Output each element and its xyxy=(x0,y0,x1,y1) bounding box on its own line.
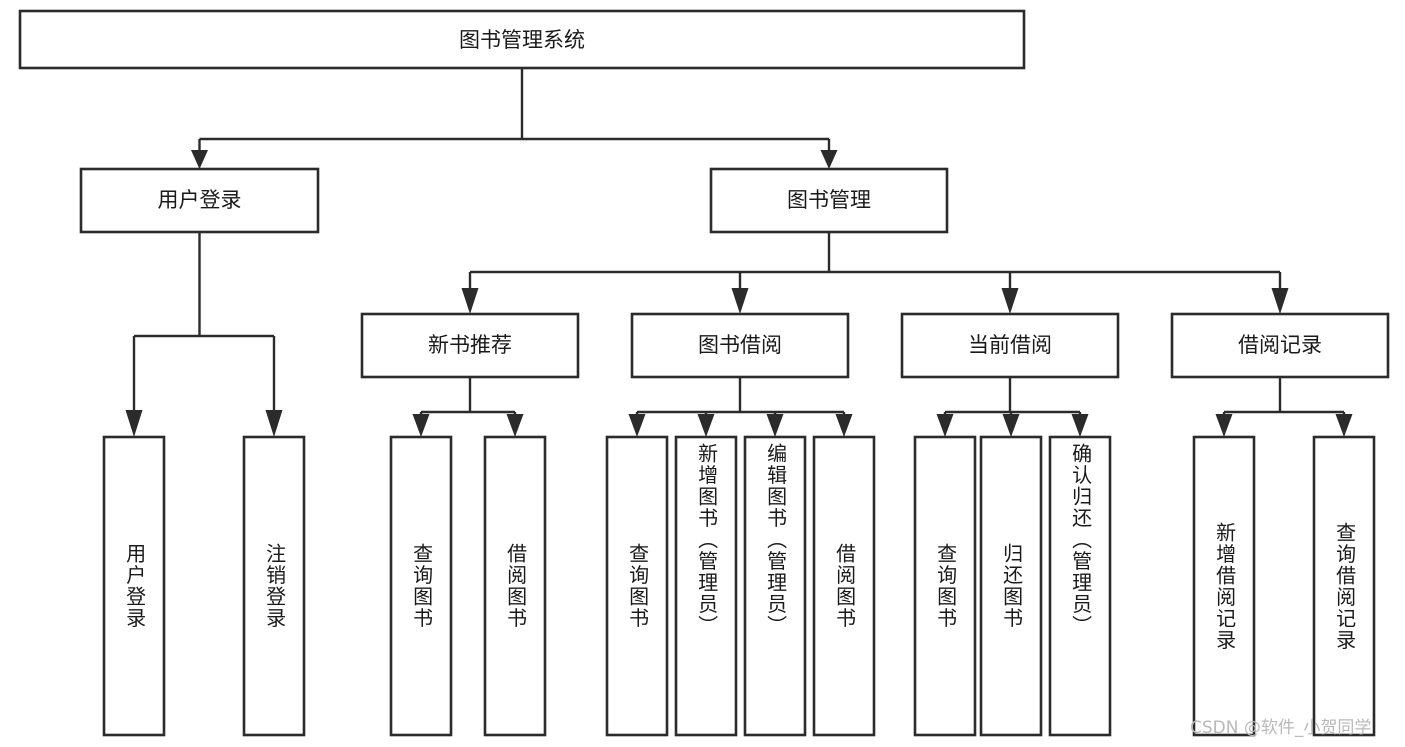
connector-group-new-book-recommend-to-leaves xyxy=(412,377,524,437)
node-box-user-login-do[interactable] xyxy=(102,435,166,737)
arrow-head-borrow-record xyxy=(1271,288,1289,314)
node-box-new-book-recommend[interactable] xyxy=(360,312,580,379)
node-box-add-borrow-record[interactable] xyxy=(1192,435,1256,737)
node-box-borrow-record[interactable] xyxy=(1170,312,1390,379)
node-box-borrow-book-1[interactable] xyxy=(483,435,547,737)
node-current-borrow[interactable]: 当前借阅 xyxy=(900,312,1120,379)
arrow-head-confirm-return-admin xyxy=(1071,414,1089,437)
node-label-root: 图书管理系统 xyxy=(459,28,585,52)
node-box-user-logout[interactable] xyxy=(242,435,306,737)
connector-group-root-to-level2 xyxy=(191,68,838,169)
arrow-head-query-book-3 xyxy=(936,414,954,437)
node-box-query-book-1[interactable] xyxy=(389,435,453,737)
node-label-new-book-recommend: 新书推荐 xyxy=(428,333,512,357)
node-box-confirm-return-admin[interactable] xyxy=(1048,435,1112,737)
node-box-add-book-admin[interactable] xyxy=(674,435,738,737)
node-box-book-management[interactable] xyxy=(709,167,949,234)
arrow-head-return-book xyxy=(1002,414,1020,437)
node-user-login[interactable]: 用户登录 xyxy=(79,167,320,234)
arrow-head-add-book-admin xyxy=(697,414,715,437)
connector-group-current-borrow-to-leaves xyxy=(936,377,1089,437)
arrow-head-user-login-do xyxy=(125,410,143,437)
node-box-query-book-2[interactable] xyxy=(605,435,669,737)
node-box-query-book-3[interactable] xyxy=(913,435,977,737)
leaf-box-group xyxy=(102,435,1376,737)
arrow-head-query-book-1 xyxy=(412,414,430,437)
node-box-borrow-book-2[interactable] xyxy=(812,435,876,737)
arrow-head-current-borrow xyxy=(1001,288,1019,314)
connector-group-user-login-to-leaves xyxy=(125,232,283,437)
node-box-query-borrow-record[interactable] xyxy=(1312,435,1376,737)
connector-group-book-borrow-to-leaves xyxy=(628,377,853,437)
arrow-head-new-book-recommend xyxy=(461,288,479,314)
node-box-book-borrow[interactable] xyxy=(630,312,850,379)
node-new-book-recommend[interactable]: 新书推荐 xyxy=(360,312,580,379)
arrow-head-book-borrow xyxy=(731,288,749,314)
node-box-user-login[interactable] xyxy=(79,167,320,234)
node-label-borrow-record: 借阅记录 xyxy=(1238,333,1322,357)
arrow-head-add-borrow-record xyxy=(1215,414,1233,437)
node-root[interactable]: 图书管理系统 xyxy=(18,9,1026,70)
arrow-head-borrow-book-2 xyxy=(835,414,853,437)
arrow-head-query-borrow-record xyxy=(1335,414,1353,437)
node-label-user-login: 用户登录 xyxy=(158,188,242,212)
node-box-return-book[interactable] xyxy=(979,435,1043,737)
node-label-book-management: 图书管理 xyxy=(787,188,871,212)
arrow-head-user-login xyxy=(191,150,208,169)
arrow-head-book-management xyxy=(820,150,838,169)
node-box-edit-book-admin[interactable] xyxy=(743,435,807,737)
node-borrow-record[interactable]: 借阅记录 xyxy=(1170,312,1390,379)
node-book-borrow[interactable]: 图书借阅 xyxy=(630,312,850,379)
connector-group-borrow-record-to-leaves xyxy=(1215,377,1353,437)
node-label-book-borrow: 图书借阅 xyxy=(698,333,782,357)
arrow-head-borrow-book-1 xyxy=(506,414,524,437)
arrow-head-query-book-2 xyxy=(628,414,646,437)
arrow-head-user-logout xyxy=(265,410,283,437)
node-label-current-borrow: 当前借阅 xyxy=(968,333,1052,357)
node-box-current-borrow[interactable] xyxy=(900,312,1120,379)
node-box-root[interactable] xyxy=(18,9,1026,70)
connector-group-book-management-to-level3 xyxy=(461,232,1289,314)
node-book-management[interactable]: 图书管理 xyxy=(709,167,949,234)
arrow-head-edit-book-admin xyxy=(766,414,784,437)
